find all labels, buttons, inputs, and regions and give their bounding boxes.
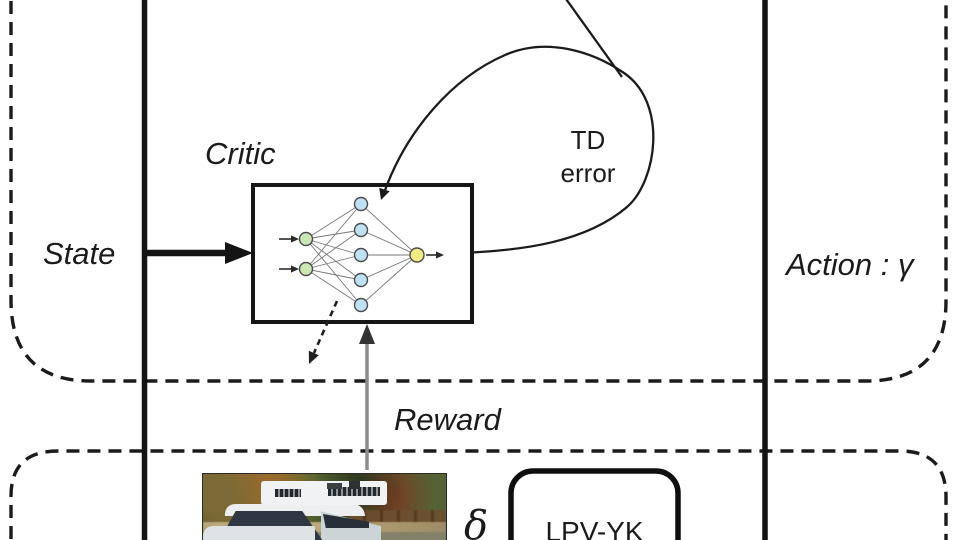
nn-edge <box>305 268 362 306</box>
upper-dashed-boundary <box>9 0 948 383</box>
controller-label: LPV-YK <box>545 516 644 540</box>
nn-nodes <box>298 196 425 313</box>
nn-input-arrowhead <box>291 265 299 273</box>
nn-hidden-node <box>353 297 369 313</box>
nn-edge <box>360 229 418 256</box>
nn-edge <box>360 254 418 306</box>
action-label: Action : γ <box>786 247 914 282</box>
nn-hidden-node <box>353 222 369 238</box>
state-label: State <box>43 236 116 271</box>
nn-edge <box>305 238 362 256</box>
nn-hidden-node <box>353 196 369 212</box>
nn-edge <box>305 254 362 270</box>
nn-edge <box>305 229 362 240</box>
nn-input-node <box>298 231 314 247</box>
nn-hidden-node <box>353 272 369 288</box>
nn-hidden-node <box>353 247 369 263</box>
sensor-pod-vent <box>328 487 380 496</box>
nn-edge <box>305 238 362 306</box>
roof-sensor <box>327 483 342 489</box>
reward-arrowhead <box>359 324 375 344</box>
nn-edge <box>305 238 362 281</box>
nn-edge <box>360 203 418 256</box>
td-error-label: TD error <box>544 124 632 190</box>
nn-edge <box>305 203 362 270</box>
critic-update-arrow-stem <box>312 300 339 354</box>
car-hood <box>203 526 315 540</box>
nn-edge <box>360 254 418 281</box>
delta-label: δ <box>464 503 489 540</box>
roof-sensor <box>349 481 360 489</box>
nn-output-arrowhead <box>436 251 444 259</box>
car-roof-sensor-pod <box>261 481 387 505</box>
nn-edge <box>305 203 362 240</box>
reward-label: Reward <box>394 402 501 437</box>
lower-dashed-boundary <box>9 449 948 540</box>
state-arrowhead <box>225 242 253 264</box>
car-photo <box>202 473 447 540</box>
nn-input-node <box>298 261 314 277</box>
nn-input-arrows <box>279 235 299 273</box>
sensor-pod-vent <box>275 489 301 497</box>
nn-edge <box>305 268 362 281</box>
td-error-line-to-actor <box>565 0 623 78</box>
critic-label: Critic <box>205 136 276 171</box>
td-error-label-line2: error <box>560 158 616 188</box>
nn-edge <box>305 229 362 270</box>
critic-update-arrowhead <box>308 350 319 364</box>
td-error-label-line1: TD <box>570 125 606 155</box>
td-error-loop <box>382 45 655 254</box>
nn-input-arrowhead <box>291 235 299 243</box>
controller-box <box>508 468 681 540</box>
nn-output-node <box>409 247 425 263</box>
td-error-loop-arrowhead <box>379 187 390 200</box>
nn-edges <box>305 203 418 306</box>
